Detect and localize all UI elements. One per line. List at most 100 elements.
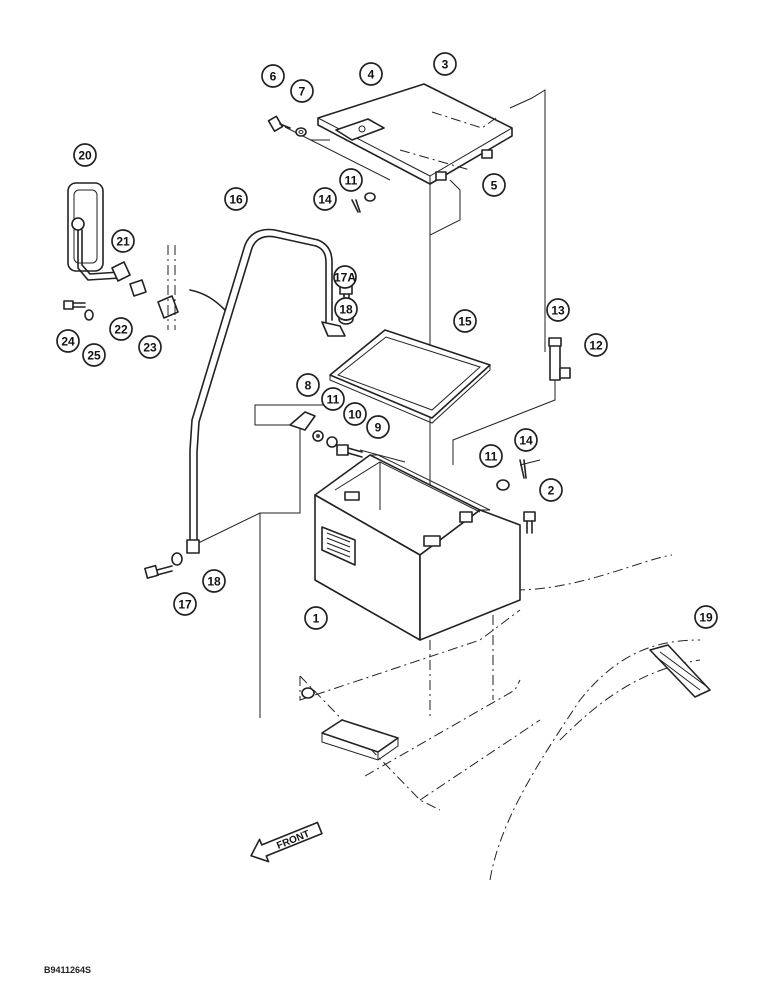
callout-6: 6 [261,64,285,88]
callout-circle [290,79,314,103]
callout-22: 22 [109,317,133,341]
grip-part-19 [649,644,711,698]
callout-label: 24 [61,335,75,349]
callout-11: 11 [479,444,503,468]
callout-label: 21 [116,235,130,249]
washer-11-top [351,192,376,213]
callout-label: 22 [114,323,128,337]
callout-label: 16 [229,193,243,207]
mirror-assembly [63,182,179,330]
callout-circle [261,64,285,88]
callout-label: 20 [78,149,92,163]
callout-label: 11 [485,450,498,464]
callout-circle [82,343,106,367]
callout-label: 8 [305,379,312,393]
callout-circle [224,187,248,211]
bolt-17 [144,552,183,579]
seal-frame [329,329,491,424]
callout-13: 13 [546,298,570,322]
callout-19: 19 [694,605,718,629]
callout-label: 11 [345,174,358,188]
callout-circle [366,415,390,439]
callout-16: 16 [224,187,248,211]
callout-label: 12 [589,339,603,353]
callout-label: 19 [699,611,713,625]
callout-layer: 1234567891011111112131414151617A17181819… [56,52,718,630]
callout-label: 9 [375,421,382,435]
callout-11: 11 [321,387,345,411]
callout-label: 17 [178,598,192,612]
callout-10: 10 [343,402,367,426]
callout-label: 10 [348,408,362,422]
callout-14: 14 [514,428,538,452]
callout-circle [109,317,133,341]
bolt-2 [523,511,536,534]
callout-circle [546,298,570,322]
callout-label: 14 [519,434,533,448]
front-arrow: FRONT [250,821,323,863]
callout-circle [304,606,328,630]
callout-label: 11 [327,393,340,407]
callout-8: 8 [296,373,320,397]
callout-circle [433,52,457,76]
callout-12: 12 [584,333,608,357]
callout-label: 18 [207,575,221,589]
callout-label: 2 [548,484,555,498]
callout-circle [514,428,538,452]
callout-24: 24 [56,329,80,353]
callout-label: 25 [87,349,101,363]
callout-3: 3 [433,52,457,76]
callout-circle [313,187,337,211]
callout-label: 14 [318,193,332,207]
callout-circle [111,229,135,253]
callout-circle [296,373,320,397]
callout-label: 13 [551,304,565,318]
callout-17A: 17A [333,265,357,289]
top-cover [317,83,513,185]
bracket-hardware [289,411,363,458]
callout-label: 1 [313,612,320,626]
callout-label: 4 [368,68,375,82]
callout-9: 9 [366,415,390,439]
callout-label: 17A [334,271,356,285]
callout-circle [694,605,718,629]
callout-circle [339,168,363,192]
bolt-6 [267,115,307,137]
callout-circle [202,569,226,593]
callout-17: 17 [173,592,197,616]
callout-7: 7 [290,79,314,103]
callout-14: 14 [313,187,337,211]
callout-circle [479,444,503,468]
callout-circle [73,143,97,167]
callout-11: 11 [339,168,363,192]
callout-circle [584,333,608,357]
callout-circle [56,329,80,353]
callout-label: 7 [299,85,306,99]
main-box [314,454,521,641]
callout-18: 18 [202,569,226,593]
callout-label: 6 [270,70,277,84]
callout-circle [539,478,563,502]
callout-20: 20 [73,143,97,167]
callout-25: 25 [82,343,106,367]
callout-23: 23 [138,335,162,359]
step [301,687,399,761]
washer-11-right [496,459,527,491]
callout-circle [343,402,367,426]
callout-18: 18 [334,297,358,321]
side-bracket [548,337,571,381]
callout-label: 15 [458,315,472,329]
callout-5: 5 [482,173,506,197]
callout-circle [334,297,358,321]
callout-circle [333,265,357,289]
callout-4: 4 [359,62,383,86]
callout-15: 15 [453,309,477,333]
image-code: B9411264S [44,965,92,975]
callout-label: 18 [339,303,353,317]
handrail [186,228,346,554]
callout-circle [482,173,506,197]
callout-label: 23 [143,341,157,355]
callout-21: 21 [111,229,135,253]
callout-2: 2 [539,478,563,502]
